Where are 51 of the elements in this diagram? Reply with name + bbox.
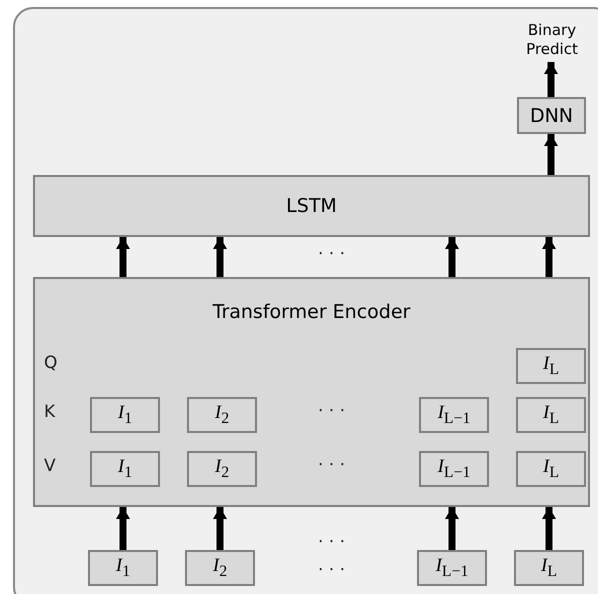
token-label: I$_{1}$ [118,456,132,482]
token-label: I$_{L−1}$ [438,456,470,482]
box-label: DNN [530,104,574,126]
token-box [419,451,489,487]
row-label: K [44,402,56,422]
arrow [542,507,556,550]
ellipsis: · · · [318,532,346,552]
ellipsis: · · · [318,401,346,421]
block-title: Transformer Encoder [212,301,410,323]
token-box [516,348,586,384]
token-box [417,550,487,586]
ellipsis: · · · [318,455,346,475]
arrow [116,507,130,550]
layer-block [33,277,590,507]
ellipsis: · · · [318,560,346,580]
token-label: I$_{1}$ [118,402,132,428]
token-label: I$_{L}$ [543,456,559,482]
token-label: I$_{L}$ [541,555,557,581]
token-label: I$_{L}$ [543,402,559,428]
ellipsis: · · · [318,244,346,264]
token-label: I$_{L−1}$ [436,555,468,581]
token-box [185,550,255,586]
token-label: I$_{2}$ [214,402,230,428]
arrow [116,237,130,277]
token-label: I$_{1}$ [116,555,130,581]
token-box [90,397,160,433]
token-box [419,397,489,433]
layer-block [33,175,590,237]
token-box [187,451,257,487]
token-label: I$_{2}$ [214,456,230,482]
arrow [445,507,459,550]
arrow [445,237,459,277]
output-text: Binary Predict [525,20,579,60]
token-box [88,550,158,586]
arrow [542,237,556,277]
token-box [187,397,257,433]
row-label: V [44,456,56,476]
token-label: I$_{L}$ [543,353,559,379]
token-label: I$_{2}$ [212,555,228,581]
arrow [213,507,227,550]
block-title: LSTM [286,195,337,217]
token-box [516,397,586,433]
arrow [544,134,558,175]
token-box [516,451,586,487]
token-box [90,451,160,487]
arrow [544,62,558,97]
row-label: Q [44,353,58,373]
arrow [213,237,227,277]
token-label: I$_{L−1}$ [438,402,470,428]
process-box [517,97,586,134]
token-box [514,550,584,586]
